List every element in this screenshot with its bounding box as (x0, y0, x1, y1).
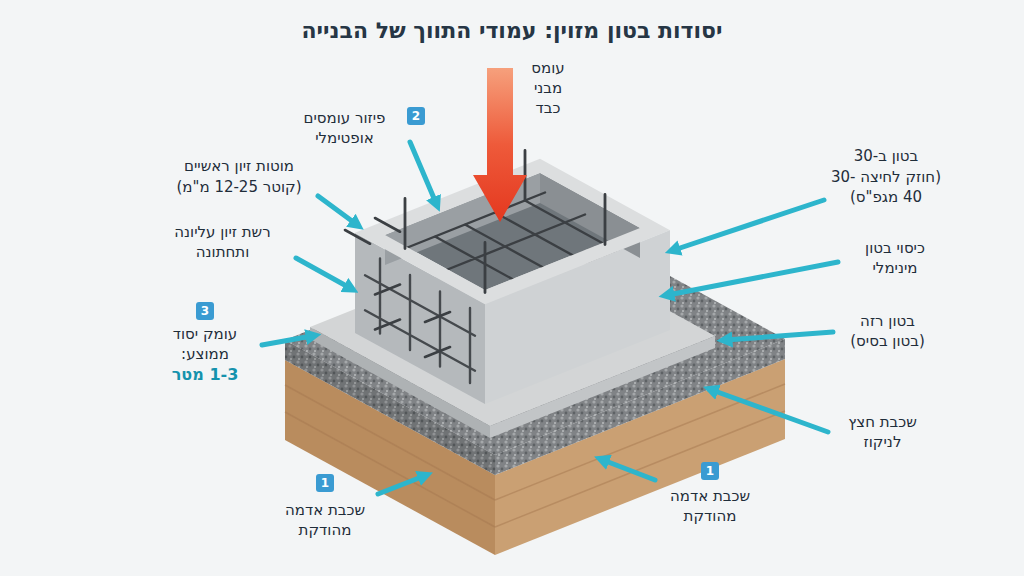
callout-label: (בטון בסיס) (840, 331, 935, 351)
callout-label: שכבת חצץ לניקוז (835, 412, 930, 452)
callout-label: כיסוי בטון מינימלי (845, 238, 945, 278)
callout-label: שכבת אדמה מהודקת (653, 486, 768, 526)
leader-arrow (712, 390, 828, 432)
leader-arrow (410, 142, 436, 203)
callout-label: בטון ב-30 (830, 146, 942, 166)
callout-value: 1-3 מטר (155, 365, 255, 385)
callout-number: 1 (701, 462, 719, 480)
load-label: עומס מבני כבד (521, 58, 575, 118)
callout-label: (קוטר 12-25 מ"מ) (164, 177, 314, 197)
leader-arrow (296, 258, 350, 288)
rebar-mesh (365, 259, 475, 384)
callout-label: פיזור עומסים אופטימלי (287, 108, 402, 148)
leader-arrow (674, 200, 824, 250)
leader-arrows (262, 142, 838, 494)
leader-arrow (262, 336, 312, 345)
rebar-ends (345, 218, 450, 357)
leader-arrow (378, 476, 424, 494)
callout-label: עומק יסוד ממוצע: (155, 324, 255, 364)
leader-arrow (603, 460, 655, 480)
title: יסודות בטון מזוין: עמודי התווך של הבנייה (0, 16, 1024, 46)
callout-label: רשת זיון עליונה ותחתונה (155, 222, 290, 262)
callout-number: 1 (316, 474, 334, 492)
callout-label: שכבת אדמה מהודקת (268, 500, 383, 540)
leader-arrow (668, 262, 838, 295)
load-arrow (473, 68, 527, 222)
leader-arrow (318, 196, 356, 224)
callout-label: בטון רזה (840, 311, 935, 331)
callout-label: (חוזק לחיצה 30-40 מגפ"ס) (830, 167, 942, 207)
leader-arrow (726, 332, 833, 340)
callout-label: מוטות זיון ראשיים (164, 156, 314, 176)
callout-number: 2 (407, 107, 425, 125)
callout-number: 3 (196, 302, 214, 320)
